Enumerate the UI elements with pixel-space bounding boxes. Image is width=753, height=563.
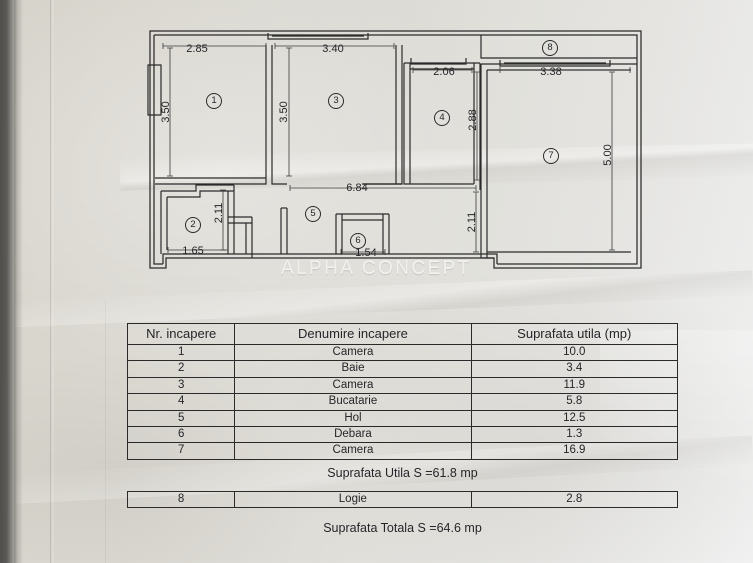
dimension-label: 3.38 — [540, 66, 562, 78]
room-name: Baie — [234, 360, 472, 378]
dimension-lines — [162, 43, 631, 255]
room-marker-7: 7 — [543, 148, 559, 164]
room-marker-1: 1 — [206, 93, 222, 109]
room-area: 10.0 — [470, 343, 679, 362]
room-number: 2 — [126, 360, 236, 378]
table-header-row: Nr. incapere Denumire incapere Suprafata… — [126, 323, 679, 345]
room-number: 6 — [126, 426, 236, 444]
dimension-label: 2.11 — [466, 211, 478, 233]
room-number: 5 — [126, 409, 236, 428]
room-area: 12.5 — [470, 409, 679, 428]
room-name: Hol — [234, 409, 472, 428]
room-marker-8: 8 — [542, 40, 558, 56]
dimension-label: 1.65 — [182, 245, 204, 257]
dimension-label: 6.84 — [346, 182, 368, 194]
room-marker-2: 2 — [185, 217, 201, 233]
room-area: 11.9 — [470, 376, 679, 395]
room-number: 4 — [126, 393, 236, 411]
logie-table: 8 Logie 2.8 — [126, 490, 679, 509]
paper-crease-highlight — [52, 0, 54, 563]
room-name: Camera — [234, 343, 472, 362]
room-schedule-table: Nr. incapere Denumire incapere Suprafata… — [126, 323, 679, 460]
paper-edge-shadow — [0, 0, 17, 563]
dimension-label: 2.88 — [467, 109, 479, 131]
grand-total-area: Suprafata Totala S =64.6 mp — [323, 521, 482, 535]
logie-nr: 8 — [126, 490, 236, 509]
dimension-label: 3.50 — [278, 101, 290, 123]
rooms-table: Nr. incapere Denumire incapere Suprafata… — [126, 323, 679, 460]
logie-name: Logie — [234, 490, 472, 509]
dimension-label: 2.85 — [186, 43, 208, 55]
dimension-label: 1.54 — [355, 247, 377, 259]
room-marker-5: 5 — [305, 206, 321, 222]
paper-crease-secondary — [105, 300, 106, 563]
room-name: Bucatarie — [234, 393, 472, 411]
room-area: 1.3 — [470, 426, 679, 444]
logie-area: 2.8 — [470, 490, 679, 509]
room-name: Camera — [234, 376, 472, 395]
room-area: 16.9 — [470, 442, 679, 460]
room-number: 7 — [126, 442, 236, 460]
paper-edge-falloff — [14, 0, 23, 563]
room-number: 3 — [126, 376, 236, 395]
interior-walls — [147, 33, 637, 259]
room-marker-3: 3 — [328, 93, 344, 109]
table-row-logie: 8 Logie 2.8 — [126, 490, 679, 509]
room-area: 5.8 — [470, 393, 679, 411]
column-header-name: Denumire incapere — [234, 323, 472, 345]
usable-area-total: Suprafata Utila S =61.8 mp — [327, 466, 478, 480]
dimension-label: 5.00 — [602, 144, 614, 166]
logie-rooms-table: 8 Logie 2.8 — [126, 490, 679, 509]
dimension-label: 3.40 — [322, 43, 344, 55]
dimension-label: 3.50 — [160, 101, 172, 123]
paper-crease-vertical — [50, 0, 52, 563]
dimension-label: 2.11 — [213, 202, 225, 224]
column-header-area: Suprafata utila (mp) — [470, 323, 679, 345]
dimension-label: 2.06 — [433, 66, 455, 78]
room-name: Debara — [234, 426, 472, 444]
watermark: ALPHA CONCEPT — [281, 258, 472, 279]
room-marker-6: 6 — [350, 233, 366, 249]
room-marker-4: 4 — [434, 110, 450, 126]
room-area: 3.4 — [470, 360, 679, 378]
column-header-nr: Nr. incapere — [126, 323, 236, 345]
room-number: 1 — [126, 343, 236, 362]
room-name: Camera — [234, 442, 472, 460]
